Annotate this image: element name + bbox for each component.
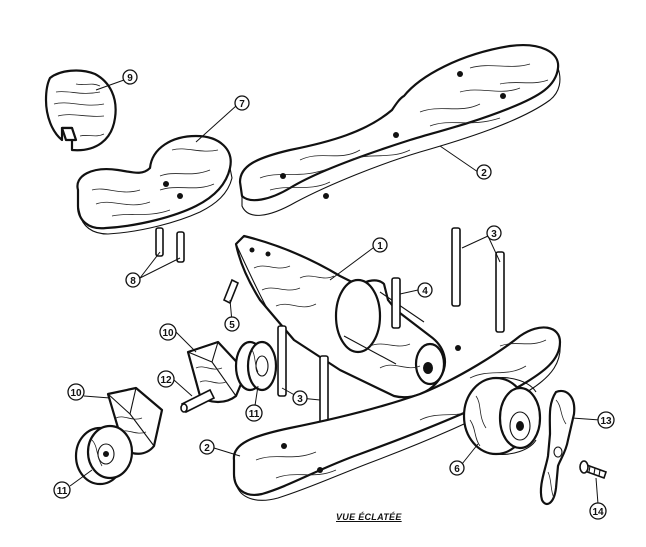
part-11-wheel-lower (74, 424, 134, 486)
part-1-fuselage (234, 234, 447, 399)
callout-10-lower: 10 (67, 383, 85, 401)
part-2-lower-wing (232, 326, 562, 501)
svg-text:9: 9 (127, 73, 133, 84)
svg-text:2: 2 (481, 168, 487, 179)
part-14-screw (579, 460, 608, 480)
callout-9: 9 (122, 69, 138, 85)
svg-text:7: 7 (239, 99, 245, 110)
callout-2-upper: 2 (476, 164, 492, 180)
svg-text:10: 10 (70, 388, 82, 399)
callout-1: 1 (372, 237, 388, 253)
callout-11-upper: 11 (245, 404, 263, 422)
part-6-nose-cylinder (462, 376, 542, 456)
part-7-stabilizer (76, 134, 233, 235)
svg-text:12: 12 (160, 375, 172, 386)
svg-text:3: 3 (297, 394, 303, 405)
part-9-tail-fin (44, 69, 117, 152)
callout-4: 4 (417, 282, 433, 298)
part-11-wheel-upper (234, 340, 278, 392)
part-5-peg (222, 278, 240, 305)
callout-10-upper: 10 (159, 323, 177, 341)
callout-13: 13 (597, 411, 615, 429)
part-2-upper-wing (238, 44, 561, 216)
leader-lines (69, 79, 601, 505)
svg-text:14: 14 (592, 507, 604, 518)
part-3-struts (277, 227, 505, 433)
callout-5: 5 (224, 316, 240, 332)
svg-text:13: 13 (600, 416, 612, 427)
callout-14: 14 (589, 502, 607, 520)
caption-exploded-view: VUE ÉCLATÉE (336, 512, 402, 522)
svg-text:1: 1 (377, 241, 383, 252)
callout-12: 12 (157, 370, 175, 388)
part-8-dowels (155, 227, 185, 263)
callout-2-lower: 2 (199, 439, 215, 455)
svg-text:11: 11 (57, 486, 68, 497)
svg-text:4: 4 (422, 286, 428, 297)
svg-text:8: 8 (130, 276, 136, 287)
callout-11-lower: 11 (53, 481, 71, 499)
svg-text:6: 6 (454, 464, 460, 475)
svg-text:5: 5 (229, 320, 235, 331)
part-13-propeller (539, 389, 576, 506)
callout-8: 8 (125, 272, 141, 288)
part-4-strut (391, 277, 401, 329)
callout-6: 6 (449, 460, 465, 476)
svg-text:10: 10 (162, 328, 174, 339)
callout-3-upper: 3 (486, 225, 502, 241)
callout-7: 7 (234, 95, 250, 111)
callout-3-lower: 3 (292, 390, 308, 406)
svg-text:2: 2 (204, 443, 210, 454)
part-12-axle (180, 388, 216, 414)
svg-text:11: 11 (249, 409, 260, 420)
svg-text:3: 3 (491, 229, 497, 240)
